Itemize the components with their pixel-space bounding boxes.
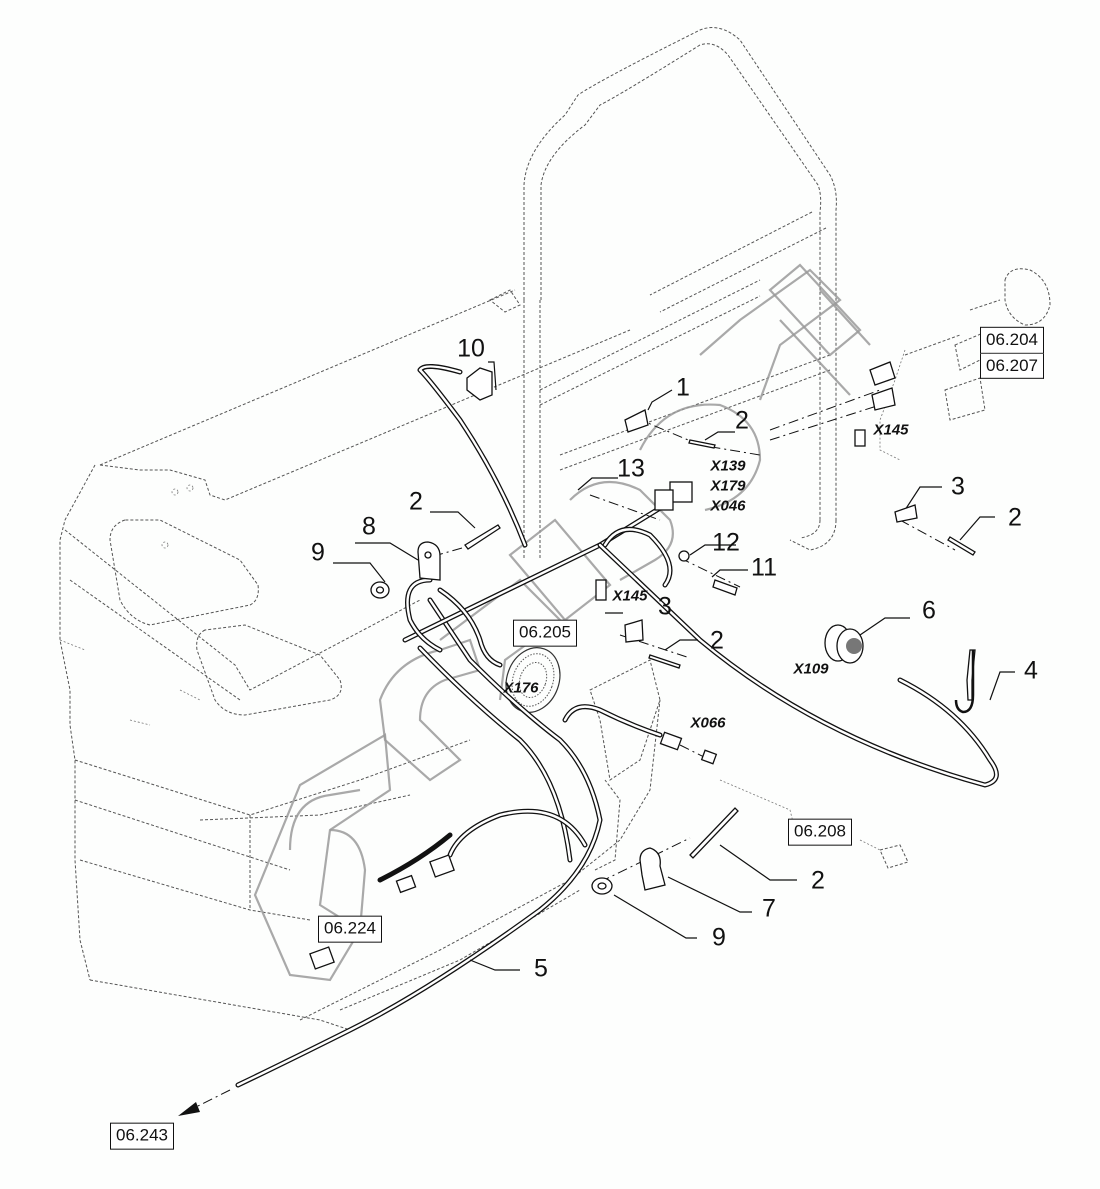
callout-item-2: 2 [409, 487, 423, 516]
connector-label-x176: X176 [503, 679, 539, 697]
connector-label-x109: X109 [793, 660, 829, 678]
reference-box-06-207[interactable]: 06.207 [980, 353, 1044, 380]
callout-item-6: 6 [922, 596, 936, 625]
reference-box-06-243[interactable]: 06.243 [110, 1122, 174, 1150]
connector-label-x066: X066 [690, 714, 726, 732]
callout-item-2: 2 [710, 626, 724, 655]
callout-item-8: 8 [362, 512, 376, 541]
callout-item-12: 12 [712, 528, 740, 557]
callout-item-2: 2 [735, 406, 749, 435]
rear-panel-body [59, 289, 661, 1031]
callout-item-13: 13 [617, 454, 645, 483]
roll-bar-frame [523, 27, 837, 560]
callout-item-1: 1 [676, 373, 690, 402]
callout-item-9: 9 [311, 538, 325, 567]
callout-item-11: 11 [751, 553, 777, 582]
reference-box-06-204[interactable]: 06.204 [980, 326, 1044, 354]
callout-item-2: 2 [1008, 503, 1022, 532]
callout-item-9: 9 [712, 923, 726, 952]
connector-label-x145: X145 [873, 421, 909, 439]
callout-item-4: 4 [1024, 656, 1038, 685]
callout-item-10: 10 [457, 334, 485, 363]
callout-item-2: 2 [811, 866, 825, 895]
reference-box-06-208[interactable]: 06.208 [788, 818, 852, 846]
callout-item-3: 3 [658, 592, 672, 621]
callout-item-7: 7 [762, 894, 776, 923]
connector-label-x139: X139 [710, 457, 746, 475]
connector-label-x046: X046 [710, 497, 746, 515]
rear-lamp-assembly [879, 268, 1051, 461]
leader-lines [333, 361, 1015, 971]
connector-label-x145: X145 [612, 587, 648, 605]
callout-item-3: 3 [951, 472, 965, 501]
connector-label-x179: X179 [710, 477, 746, 495]
reference-box-06-224[interactable]: 06.224 [318, 915, 382, 943]
reference-box-06-205[interactable]: 06.205 [513, 619, 577, 647]
small-parts [178, 361, 976, 1116]
callout-item-5: 5 [534, 954, 548, 983]
reference-stack: 06.204 06.207 [980, 326, 1044, 380]
wiring-harness [235, 364, 999, 1088]
